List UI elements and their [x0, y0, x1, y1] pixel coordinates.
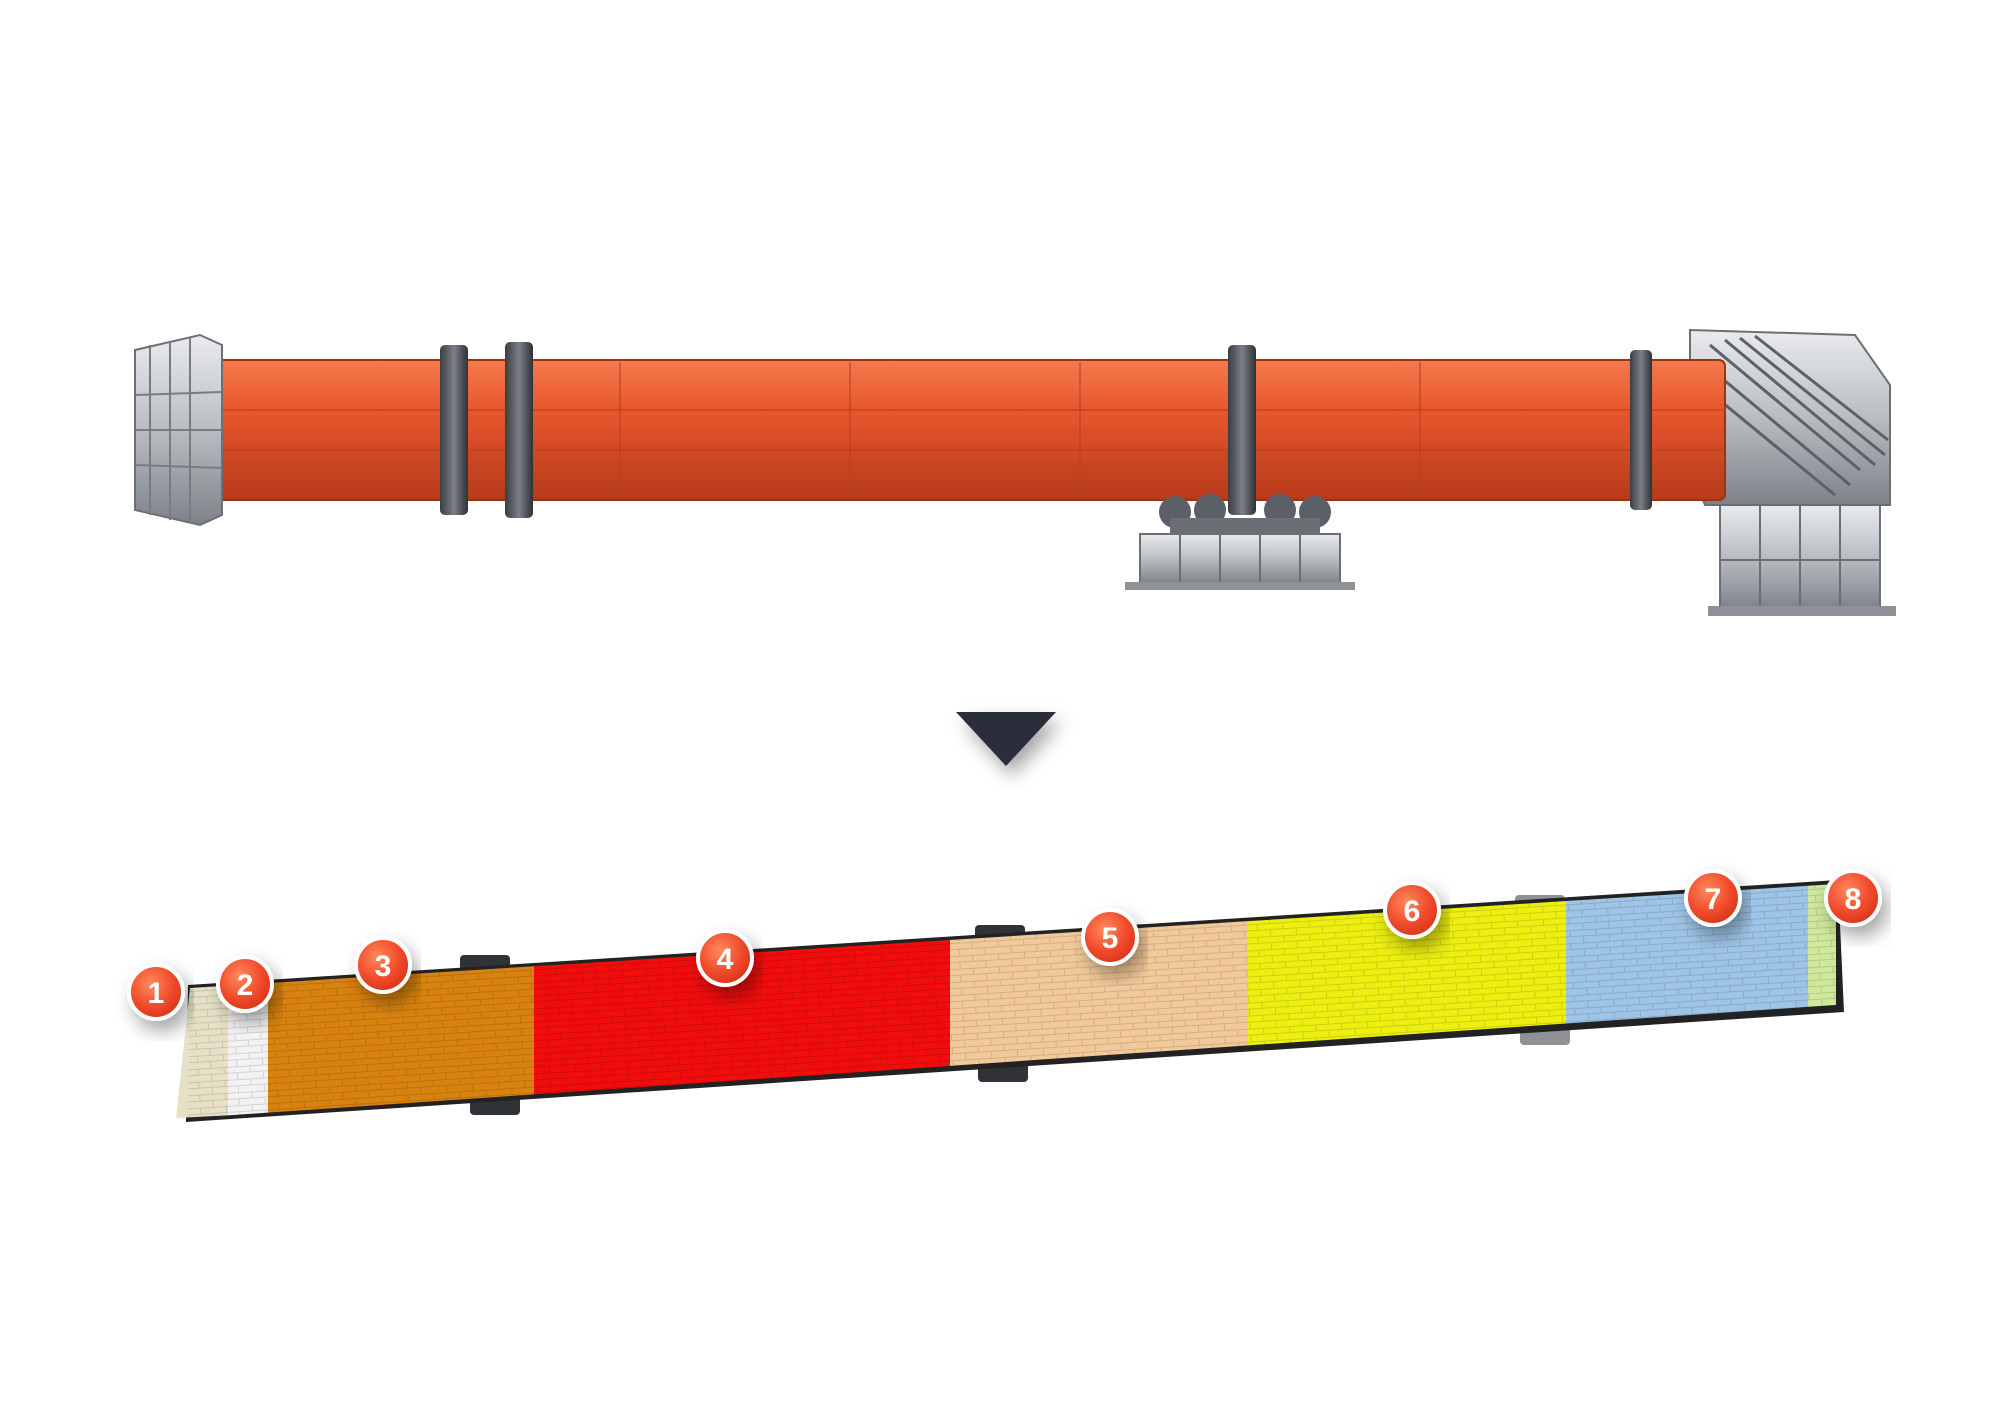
zone-badge-7: 7	[1684, 869, 1742, 927]
zone-badge-number: 8	[1845, 883, 1862, 916]
zone-badge-number: 1	[148, 977, 165, 1010]
zone-badge-3: 3	[354, 936, 412, 994]
tyre-rings	[440, 342, 1652, 518]
zone-badge-number: 2	[237, 969, 254, 1002]
support-station	[1125, 494, 1355, 590]
zone-badge-number: 4	[717, 943, 734, 976]
zone-badge-circle	[1684, 869, 1742, 927]
rotary-kiln-illustration	[134, 328, 1896, 616]
zone-badge-number: 7	[1705, 883, 1722, 916]
zone-badge-4: 4	[696, 929, 754, 987]
zone-badge-2: 2	[216, 955, 274, 1013]
zone-badge-circle	[1081, 908, 1139, 966]
zone-badge-number: 3	[375, 950, 392, 983]
down-arrow-icon	[956, 712, 1056, 766]
lining-zone-3	[268, 966, 534, 1113]
zone-badge-circle	[127, 963, 185, 1021]
zone-badge-number: 5	[1102, 922, 1119, 955]
zone-badge-circle	[696, 929, 754, 987]
zone-badge-circle	[216, 955, 274, 1013]
zone-badge-8: 8	[1824, 869, 1882, 927]
zone-badge-circle	[1824, 869, 1882, 927]
zone-badge-6: 6	[1383, 881, 1441, 939]
kiln-lining-cutaway	[176, 880, 1844, 1122]
zone-badge-1: 1	[127, 963, 185, 1021]
zone-badge-5: 5	[1081, 908, 1139, 966]
lining-zones	[176, 884, 1836, 1118]
zone-badge-number: 6	[1404, 895, 1421, 928]
zone-badges: 1 2 3 4 5 6 7 8	[127, 869, 1882, 1021]
inlet-cage	[134, 333, 223, 527]
zone-badge-circle	[1383, 881, 1441, 939]
zone-badge-circle	[354, 936, 412, 994]
discharge-hood	[1689, 328, 1896, 616]
lining-zone-1	[176, 985, 228, 1118]
